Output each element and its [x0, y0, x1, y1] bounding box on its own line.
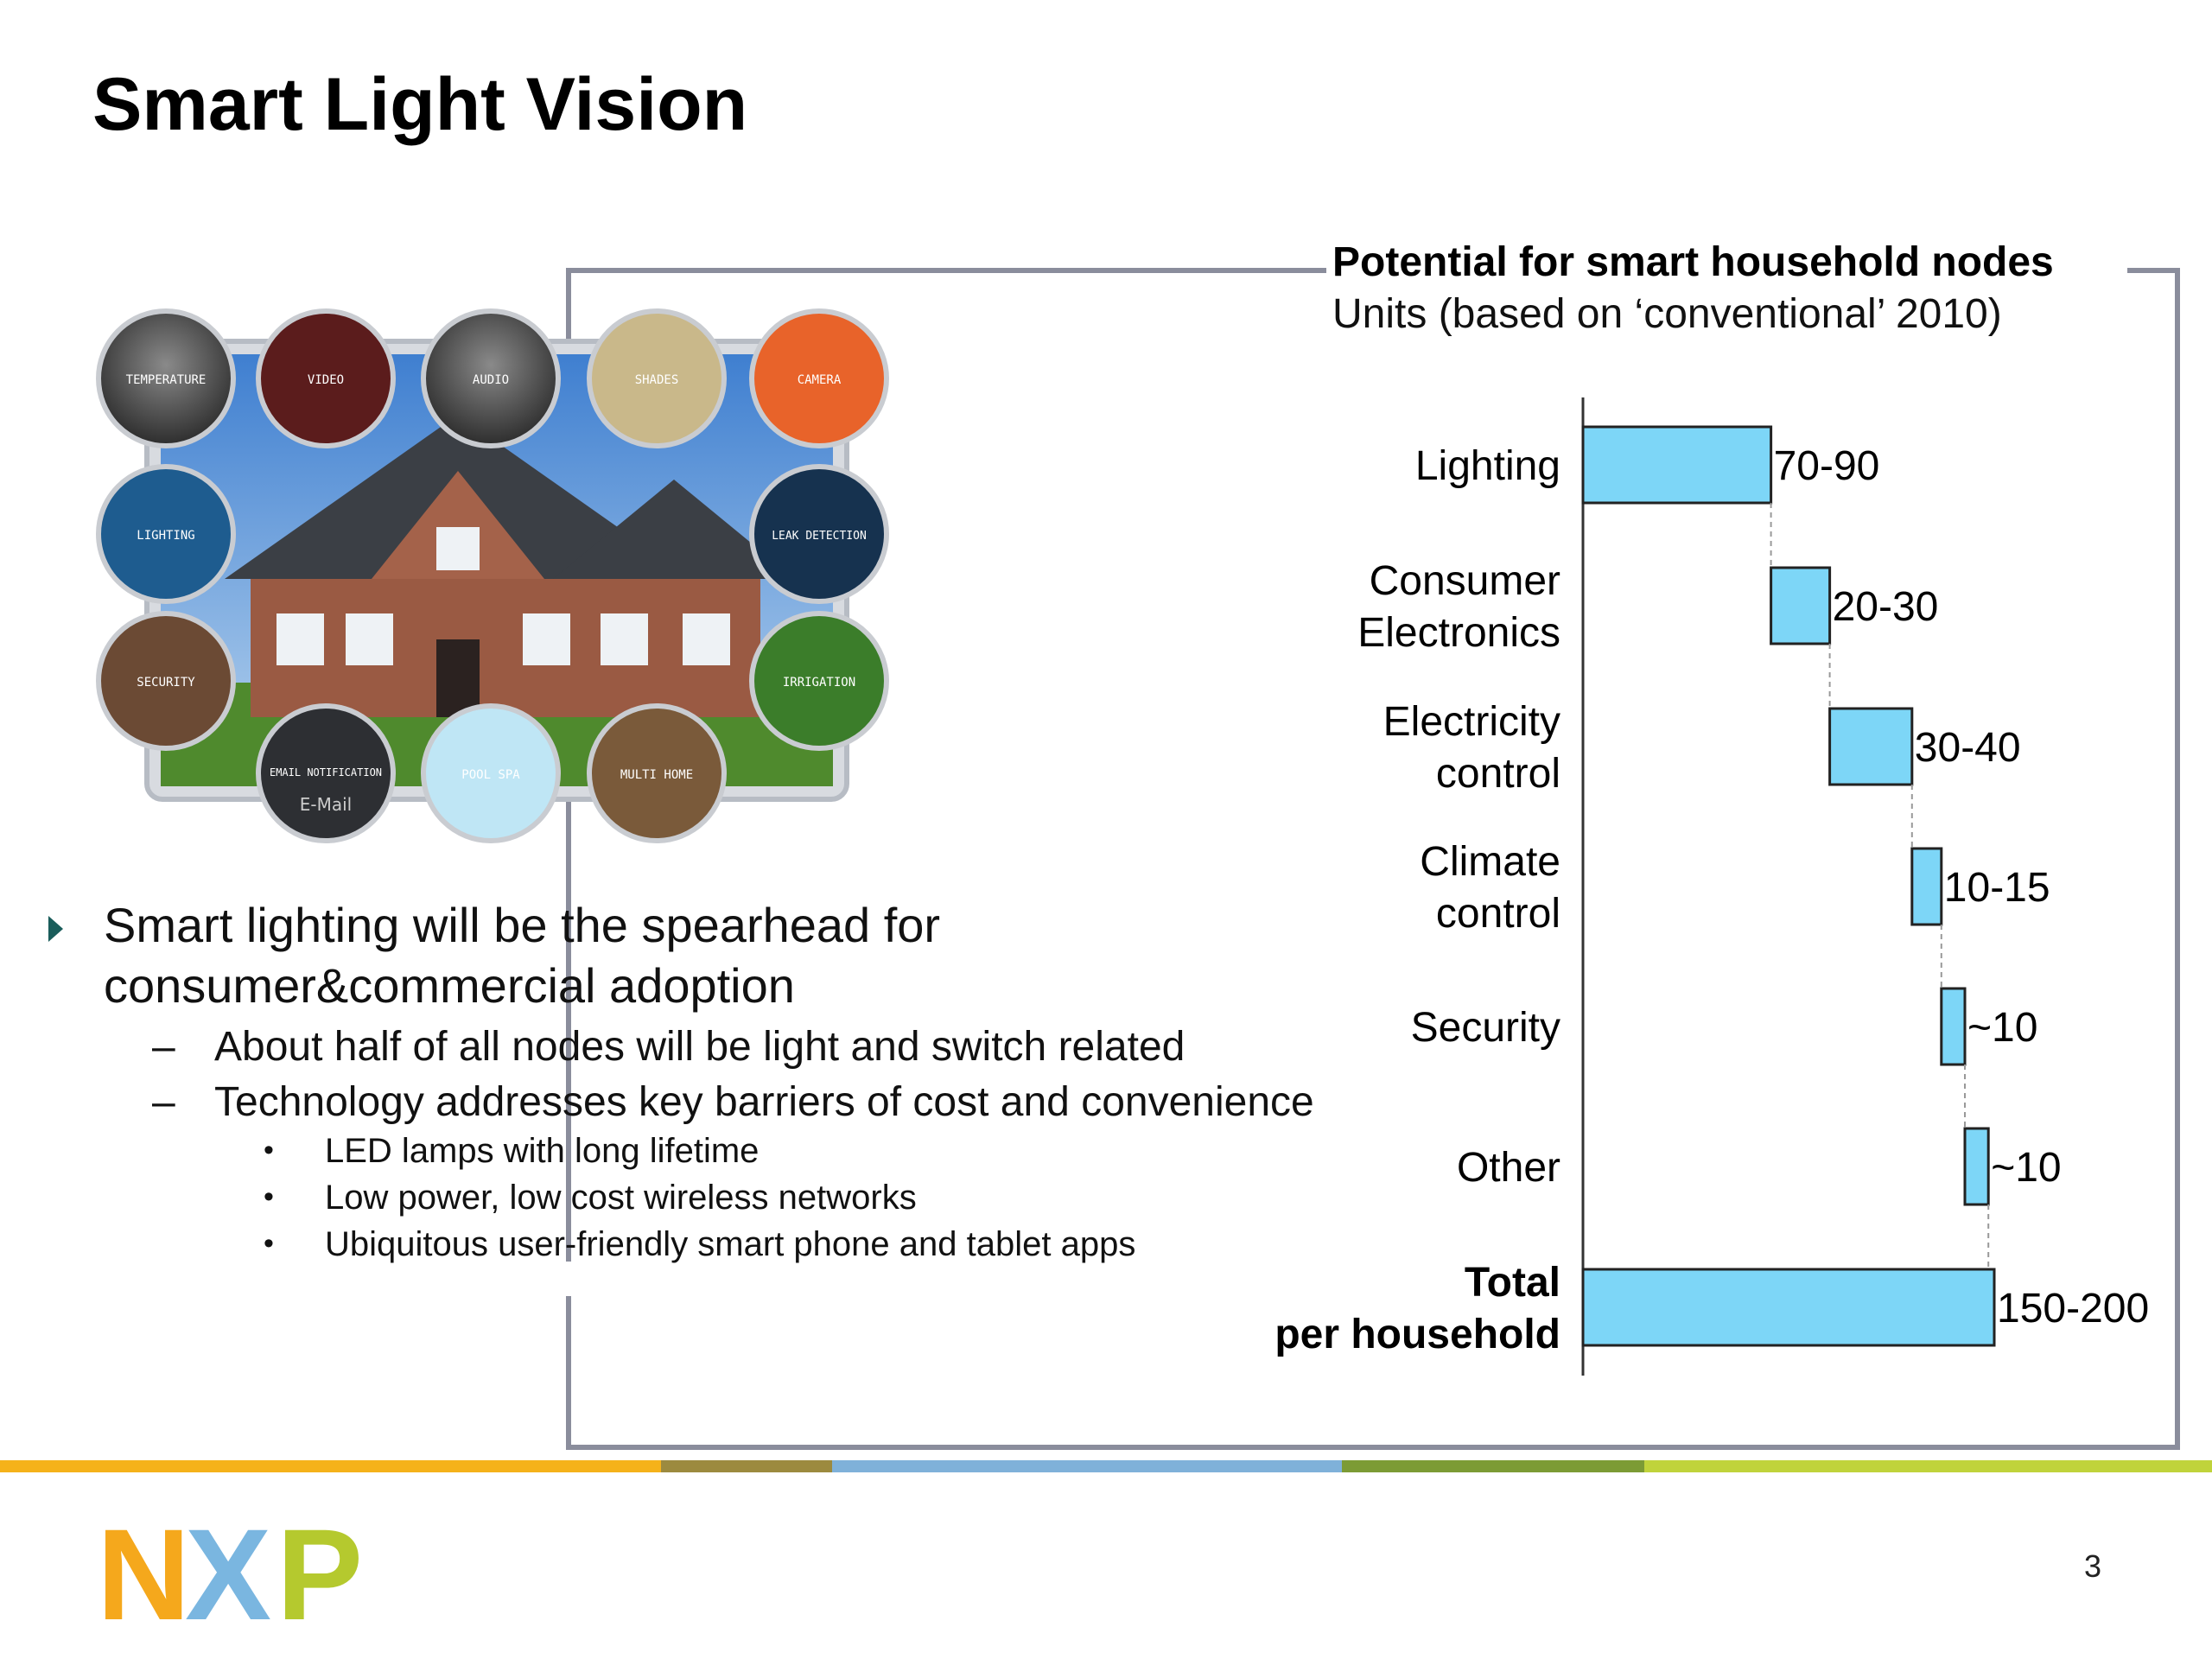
- svg-text:E-Mail: E-Mail: [300, 794, 352, 815]
- chart-data-label: 10-15: [1944, 865, 2050, 911]
- tile-audio: AUDIO: [421, 308, 561, 448]
- footer-segment: [1644, 1460, 2212, 1472]
- chart-bar: [1828, 707, 1914, 786]
- smart-home-graphic: TEMPERATURE VIDEO AUDIO SHADES CAMERA LI…: [96, 308, 889, 843]
- svg-text:LEAK DETECTION: LEAK DETECTION: [772, 530, 867, 543]
- chart-category-label: Other: [1457, 1145, 1560, 1191]
- tile-email-notification: EMAIL NOTIFICATION E-Mail: [256, 703, 396, 843]
- house-gable: [372, 471, 544, 579]
- chart-frame-top-left: [566, 268, 1326, 273]
- chart-category-label: per household: [1274, 1312, 1560, 1357]
- svg-text:EMAIL NOTIFICATION: EMAIL NOTIFICATION: [270, 766, 382, 779]
- svg-text:AUDIO: AUDIO: [473, 373, 509, 387]
- chart-category-label: Lighting: [1415, 443, 1560, 489]
- tile-shades: SHADES: [587, 308, 727, 448]
- footer-segment: [661, 1460, 832, 1472]
- tile-pool-spa: POOL SPA: [421, 703, 561, 843]
- chart-category-label: Electronics: [1357, 610, 1560, 656]
- house-roof-right: [553, 480, 795, 579]
- chart-category-label: control: [1436, 751, 1560, 797]
- house-window: [523, 613, 570, 665]
- chart-data-label: ~10: [1991, 1145, 2061, 1191]
- chart-frame-top-right: [2127, 268, 2175, 273]
- chart-data-label: ~10: [1967, 1005, 2037, 1051]
- svg-text:SHADES: SHADES: [635, 373, 679, 387]
- chart-category-label: Electricity: [1383, 699, 1560, 745]
- chart-bar: [1910, 847, 1943, 926]
- page-number: 3: [2084, 1548, 2102, 1584]
- house-door: [436, 639, 480, 717]
- footer-color-bar: [0, 1460, 2212, 1472]
- svg-text:LIGHTING: LIGHTING: [137, 529, 194, 543]
- svg-text:SECURITY: SECURITY: [137, 676, 195, 690]
- slide-title: Smart Light Vision: [92, 63, 748, 146]
- tile-leak-detection: LEAK DETECTION: [749, 464, 889, 604]
- house-body: [251, 579, 760, 717]
- chart-bar: [1963, 1127, 1990, 1206]
- chart-category-label: Climate: [1420, 839, 1560, 885]
- tile-multi-home: MULTI HOME: [587, 703, 727, 843]
- chart-bar: [1940, 987, 1967, 1066]
- house-window: [683, 613, 730, 665]
- chart-data-label: 150-200: [1997, 1286, 2149, 1332]
- svg-text:VIDEO: VIDEO: [308, 373, 344, 387]
- chart-category-label: Security: [1411, 1005, 1560, 1051]
- tile-irrigation: IRRIGATION: [749, 611, 889, 751]
- svg-text:TEMPERATURE: TEMPERATURE: [126, 373, 207, 387]
- svg-text:IRRIGATION: IRRIGATION: [783, 676, 855, 690]
- chart-data-label: 70-90: [1774, 443, 1880, 489]
- chart-frame: [566, 268, 2180, 1450]
- logo-letter-x: X: [185, 1517, 271, 1626]
- chart-category-label: control: [1436, 891, 1560, 937]
- chart-bar: [1581, 1268, 1996, 1347]
- nxp-logo: N X P: [97, 1517, 363, 1626]
- chart-title: Potential for smart household nodes: [1332, 239, 2054, 285]
- footer-segment: [832, 1460, 1342, 1472]
- tile-security: SECURITY: [96, 611, 236, 751]
- logo-letter-n: N: [97, 1517, 190, 1626]
- chart-bar: [1770, 566, 1832, 645]
- house-window: [436, 527, 480, 570]
- chart-frame-gap: [557, 1262, 583, 1296]
- house-window: [276, 613, 324, 665]
- svg-text:POOL SPA: POOL SPA: [461, 768, 520, 782]
- tile-video: VIDEO: [256, 308, 396, 448]
- logo-letter-p: P: [276, 1517, 363, 1626]
- footer-segment: [1342, 1460, 1644, 1472]
- chart-data-label: 30-40: [1915, 725, 2021, 771]
- tile-camera: CAMERA: [749, 308, 889, 448]
- svg-text:MULTI HOME: MULTI HOME: [620, 768, 693, 782]
- tile-lighting: LIGHTING: [96, 464, 236, 604]
- house-window: [346, 613, 393, 665]
- chart-bar: [1581, 425, 1773, 505]
- svg-text:CAMERA: CAMERA: [798, 373, 842, 387]
- chart-category-label: Consumer: [1370, 558, 1560, 604]
- chart-subtitle: Units (based on ‘conventional’ 2010): [1332, 291, 2002, 337]
- house-window: [601, 613, 648, 665]
- tile-temperature: TEMPERATURE: [96, 308, 236, 448]
- footer-segment: [0, 1460, 661, 1472]
- chart-data-label: 20-30: [1833, 584, 1939, 630]
- chart-category-label: Total: [1465, 1260, 1560, 1306]
